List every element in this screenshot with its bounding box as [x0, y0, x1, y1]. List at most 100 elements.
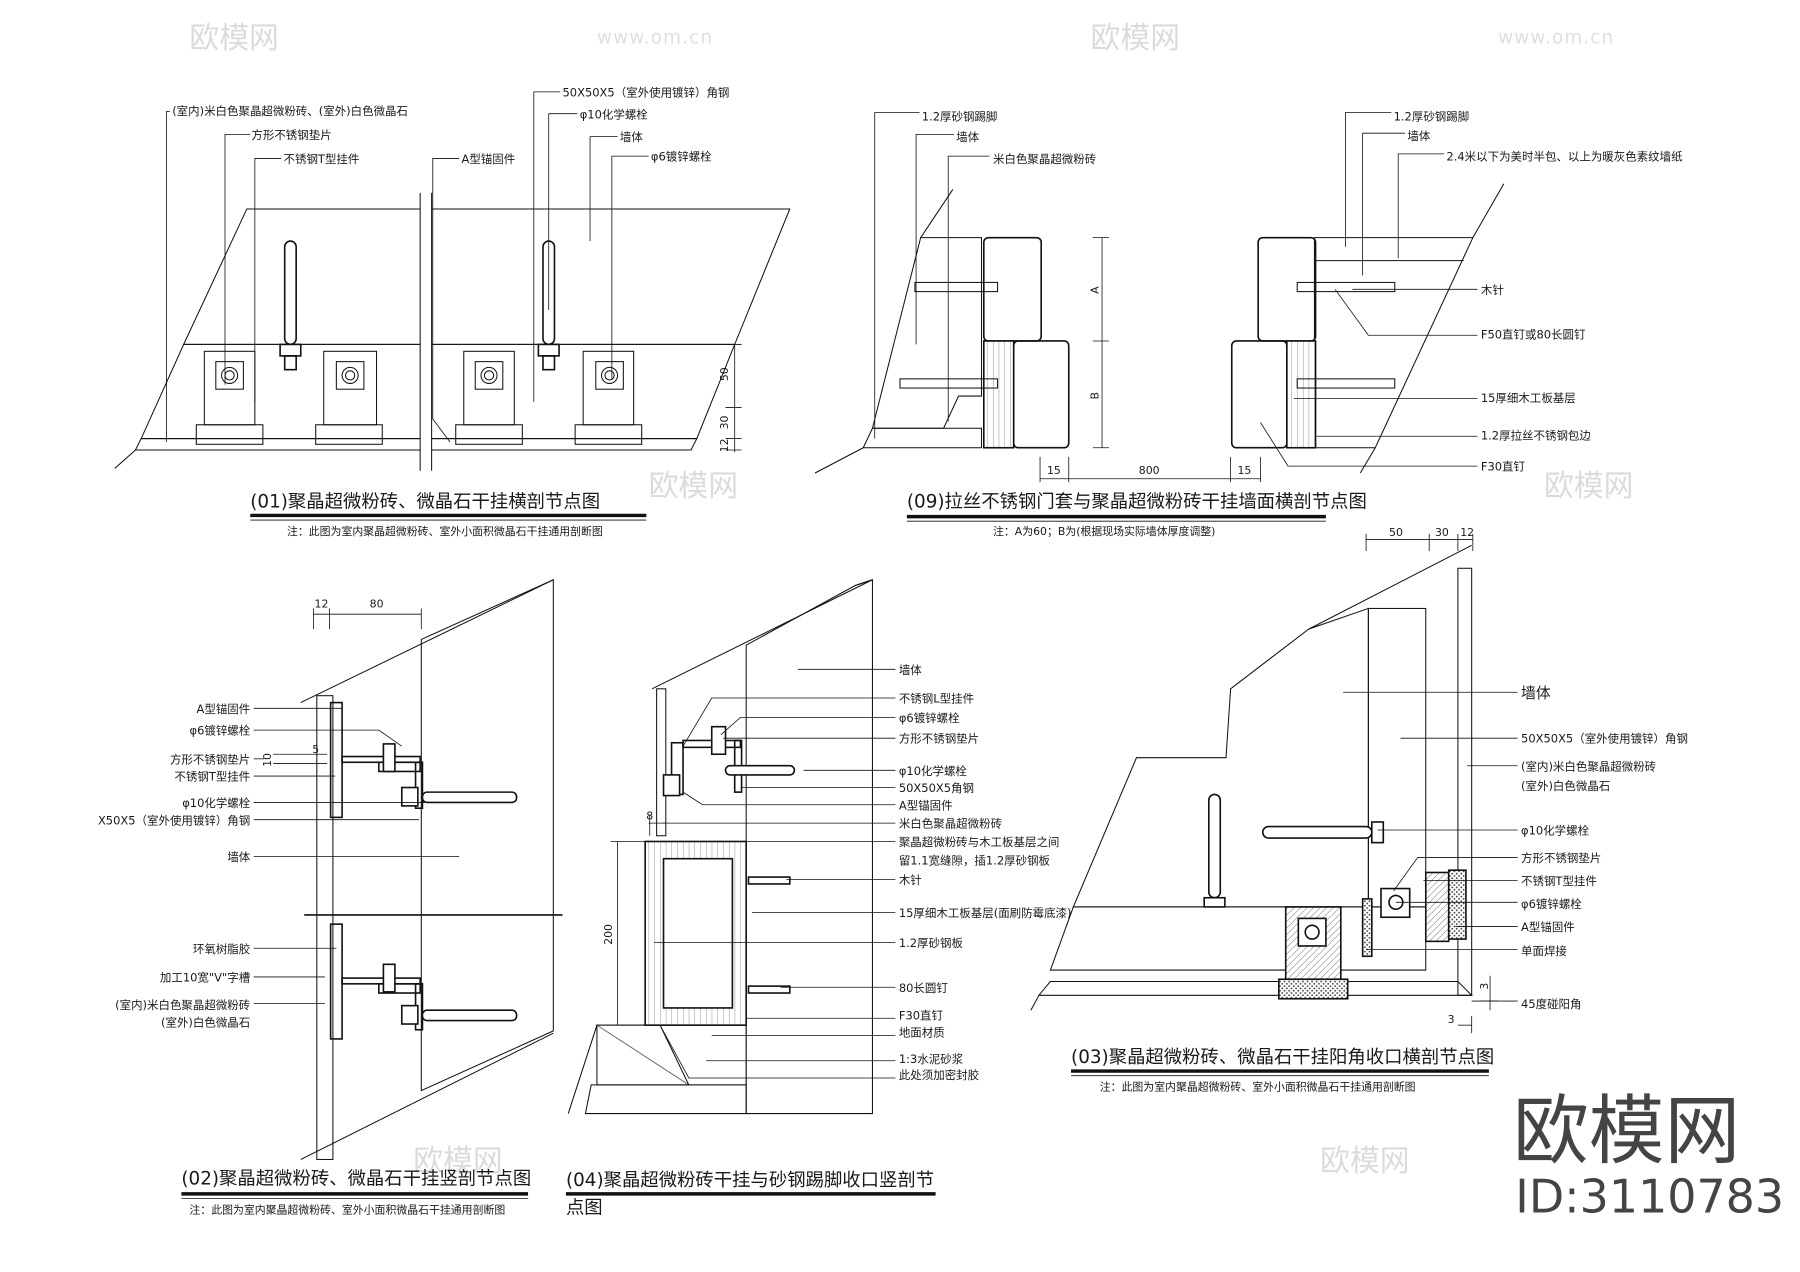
chemical-bolts: [279, 240, 560, 371]
watermark-logo: 欧模网: [413, 1144, 502, 1179]
label: 50X50X5（室外使用镀锌）角钢: [563, 85, 730, 99]
label: X50X5（室外使用镀锌）角钢: [98, 813, 250, 827]
dim-A: A: [1089, 286, 1102, 294]
label: (室内)米白色聚晶超微粉砖、(室外)白色微晶石: [172, 104, 408, 118]
detail-09: A B 15 800 15 1.2厚砂钢踢脚 墙体 米白色聚晶超微粉砖 1.2厚…: [814, 110, 1683, 538]
label: 留1.1宽缝隙，插1.2厚砂钢板: [899, 853, 1051, 867]
label: 墙体: [1407, 129, 1430, 143]
label: 15厚细木工板基层: [1481, 391, 1576, 405]
label: A型锚固件: [899, 798, 953, 812]
label: φ10化学螺栓: [580, 107, 649, 121]
dim-12: 12: [718, 438, 731, 452]
watermarks: 欧模网 www.om.cn 欧模网 www.om.cn 欧模网 欧模网 欧模网 …: [189, 21, 1633, 1179]
dim-80: 80: [370, 597, 384, 610]
drawing-note: 注：此图为室内聚晶超微粉砖、室外小面积微晶石干挂通用剖断图: [189, 1202, 505, 1216]
label: (室外)白色微晶石: [161, 1015, 250, 1029]
label: 不锈钢T型挂件: [1521, 874, 1597, 888]
dim-30: 30: [718, 415, 731, 429]
label: 50X50X5（室外使用镀锌）角钢: [1521, 732, 1688, 746]
leader-lines: [166, 91, 649, 443]
drawing-title: (09)拉丝不锈钢门套与聚晶超微粉砖干挂墙面横剖节点图: [907, 491, 1367, 512]
dim-15: 15: [1047, 464, 1061, 477]
label: (室外)白色微晶石: [1521, 779, 1610, 793]
watermark-logo: 欧模网: [649, 469, 738, 504]
dim-30: 30: [1435, 526, 1449, 539]
leader-lines: [654, 668, 896, 1079]
label: φ10化学螺栓: [899, 764, 968, 778]
drawing-note: 注：此图为室内聚晶超微粉砖、室外小面积微晶石干挂通用剖断图: [1100, 1080, 1416, 1094]
drawing-title: (04)聚晶超微粉砖干挂与砂钢踢脚收口竖剖节: [566, 1170, 934, 1191]
watermark-logo: 欧模网: [1544, 469, 1633, 504]
watermark-logo: 欧模网: [189, 21, 278, 56]
detail-04: 8 200 墙体 不锈钢L型挂件 φ6镀锌螺栓 方形不锈钢垫片: [565, 579, 1071, 1218]
skirting: [644, 840, 791, 1026]
dim-12: 12: [315, 597, 329, 610]
label: 单面焊接: [1521, 944, 1567, 958]
wood-dowels: [899, 281, 1396, 389]
label: 木针: [899, 873, 922, 887]
label: 80长圆钉: [899, 981, 949, 995]
label: 1.2厚砂钢板: [899, 936, 964, 950]
drawing-title-line2: 点图: [566, 1197, 603, 1218]
label: 50X50X5角钢: [899, 781, 974, 795]
label: 不锈钢T型挂件: [174, 770, 250, 784]
label: 墙体: [956, 130, 979, 144]
l-bracket: [662, 725, 796, 797]
bracket-upper: [329, 701, 518, 819]
label: F30直钉: [899, 1008, 944, 1022]
door-frame-left: [982, 236, 1070, 449]
leader-lines: [874, 112, 1478, 467]
watermark-logo: 欧模网: [1091, 21, 1180, 56]
label: 墙体: [1521, 684, 1551, 702]
watermark-url: www.om.cn: [1498, 28, 1614, 49]
label: 方形不锈钢垫片: [251, 128, 331, 142]
dimension-lines: [273, 608, 422, 764]
leader-lines: [253, 707, 471, 1004]
drawing-note: 注：此图为室内聚晶超微粉砖、室外小面积微晶石干挂通用剖断图: [287, 524, 603, 538]
label: φ6镀锌螺栓: [190, 724, 251, 738]
detail-03: 50 30 12 3 3 墙体 50X50X5（室外使用镀锌）角钢 (室内)米白…: [1030, 526, 1688, 1094]
dim-10: 10: [261, 753, 274, 767]
label: 木针: [1481, 283, 1504, 297]
label: (室内)米白色聚晶超微粉砖: [1521, 759, 1656, 773]
detail-02: 12 80 5 10 A型锚固件 φ6镀锌螺栓 方形不锈钢垫片 不锈钢T型挂件 …: [98, 578, 563, 1216]
dim-3: 3: [1448, 1013, 1455, 1026]
label: 米白色聚晶超微粉砖: [993, 152, 1096, 166]
dimension-lines: [1039, 237, 1261, 483]
label: 墙体: [620, 130, 643, 144]
drawing-title: (02)聚晶超微粉砖、微晶石干挂竖剖节点图: [181, 1169, 531, 1190]
dimension-lines: [610, 815, 666, 1026]
drawing-title: (03)聚晶超微粉砖、微晶石干挂阳角收口横剖节点图: [1071, 1047, 1494, 1068]
label: 墙体: [899, 663, 922, 677]
label: A型锚固件: [461, 152, 515, 166]
label: 45度碰阳角: [1521, 997, 1581, 1011]
label: 此处须加密封胶: [899, 1068, 979, 1082]
label: φ6镀锌螺栓: [1521, 897, 1582, 911]
label: 方形不锈钢垫片: [899, 732, 979, 746]
detail-01: 50 30 12 (室内)米白色聚晶超微粉砖、(室外)白色微晶石 方形不锈钢垫片…: [114, 85, 791, 538]
label: 1:3水泥砂浆: [899, 1052, 964, 1066]
bracket-components: [1203, 793, 1467, 1000]
dim-12: 12: [1460, 526, 1474, 539]
label: 不锈钢T型挂件: [284, 152, 360, 166]
label: 加工10宽"V"字槽: [160, 971, 251, 985]
label: (室内)米白色聚晶超微粉砖: [115, 998, 250, 1012]
dim-15: 15: [1238, 464, 1252, 477]
dim-50: 50: [1389, 526, 1403, 539]
label: φ10化学螺栓: [182, 796, 251, 810]
brand-logo: 欧模网: [1513, 1087, 1740, 1175]
label: φ10化学螺栓: [1521, 824, 1590, 838]
label: F30直钉: [1481, 460, 1526, 474]
dim-8: 8: [646, 810, 653, 823]
label: 1.2厚拉丝不锈钢包边: [1481, 429, 1592, 443]
dim-200: 200: [602, 924, 615, 945]
dim-B: B: [1089, 392, 1102, 399]
label: 环氧树脂胶: [193, 942, 250, 956]
t-bracket-blocks: [195, 350, 643, 445]
label: A型锚固件: [197, 702, 251, 716]
dim-800: 800: [1139, 464, 1160, 477]
watermark-logo: 欧模网: [1320, 1144, 1409, 1179]
label: 方形不锈钢垫片: [170, 752, 250, 766]
drawing-note: 注：A为60；B为(根据现场实际墙体厚度调整): [993, 524, 1215, 538]
